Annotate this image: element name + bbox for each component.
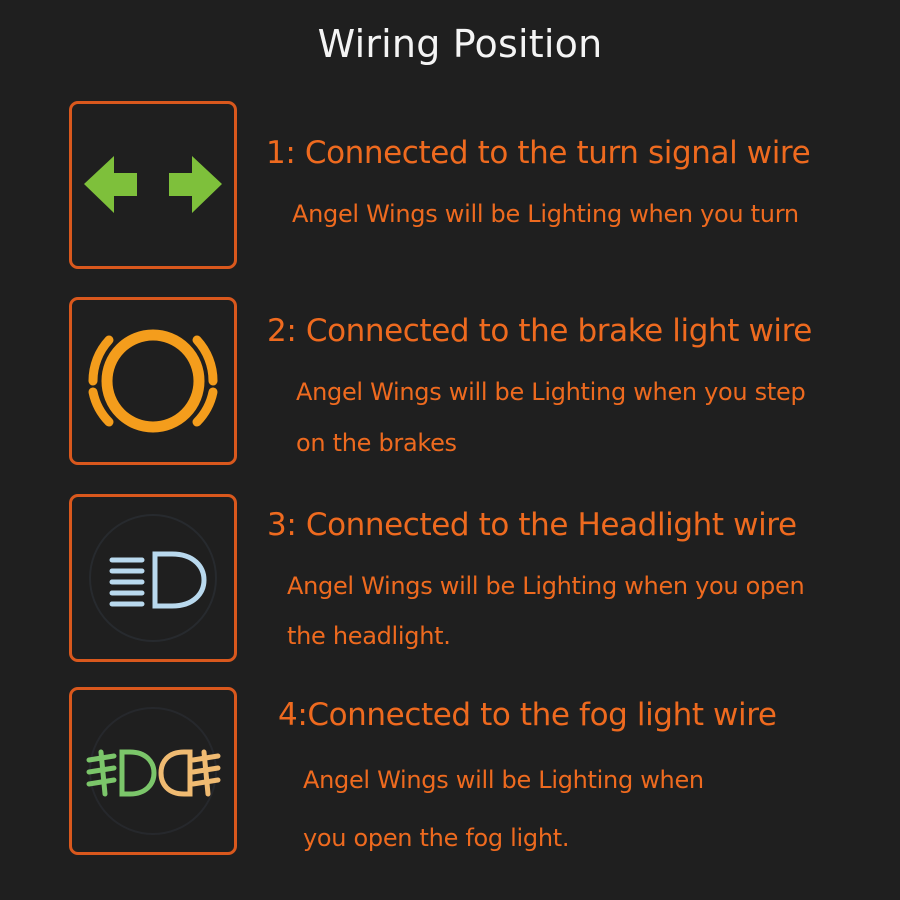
item-1-heading: 1: Connected to the turn signal wire	[266, 135, 811, 171]
page-title: Wiring Position	[317, 22, 603, 66]
headlight-icon-box	[69, 494, 237, 662]
item-1-description-line-1: Angel Wings will be Lighting when you tu…	[292, 200, 799, 228]
turn-signal-arrows-icon	[84, 156, 222, 213]
item-3-description-line-1: Angel Wings will be Lighting when you op…	[287, 572, 805, 600]
fog-light-icon-box	[69, 687, 237, 855]
item-3-heading: 3: Connected to the Headlight wire	[267, 507, 797, 543]
item-4-description-line-2: you open the fog light.	[303, 824, 570, 852]
item-2-description-line-1: Angel Wings will be Lighting when you st…	[296, 378, 806, 406]
headlight-icon	[89, 514, 217, 642]
brake-icon-box	[69, 297, 237, 465]
item-2-heading: 2: Connected to the brake light wire	[267, 313, 812, 349]
brake-warning-icon	[88, 329, 218, 433]
turn-signal-icon-box	[69, 101, 237, 269]
item-4-description-line-1: Angel Wings will be Lighting when	[303, 766, 704, 794]
fog-light-icon	[86, 707, 221, 835]
item-4-heading: 4:Connected to the fog light wire	[278, 697, 777, 733]
item-2-description-line-2: on the brakes	[296, 429, 457, 457]
item-3-description-line-2: the headlight.	[287, 622, 451, 650]
